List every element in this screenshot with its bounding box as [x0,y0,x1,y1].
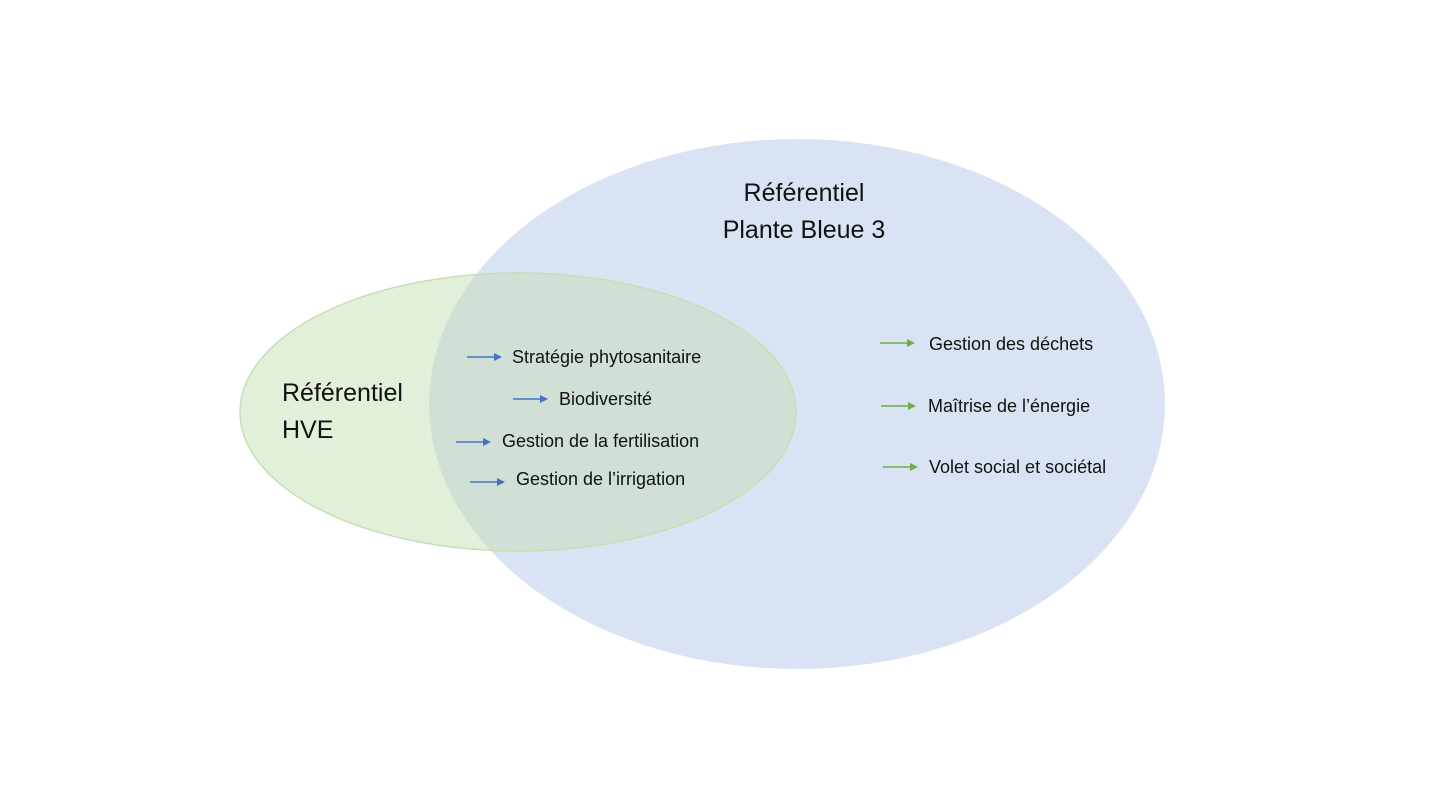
overlap-region [429,272,797,552]
plante-bleue-title: Référentiel Plante Bleue 3 [723,175,886,249]
shared-item-gestion-irrigation: Gestion de l’irrigation [516,469,686,489]
shared-item-strategie-phytosanitaire: Stratégie phytosanitaire [512,347,702,367]
arrow-maitrise-energie [881,402,916,410]
arrow-volet-social [883,463,918,471]
arrow-strategie-phytosanitaire [467,353,502,361]
plante-bleue-title-line2: Plante Bleue 3 [722,216,886,244]
arrow-gestion-fertilisation [456,438,491,446]
arrow-gestion-dechets [880,339,915,347]
plante-bleue-item-maitrise-energie: Maîtrise de l’énergie [928,396,1091,416]
hve-title-line1: Référentiel [282,379,403,407]
shared-item-biodiversite: Biodiversité [559,389,653,409]
shared-item-gestion-fertilisation: Gestion de la fertilisation [502,431,700,451]
arrow-biodiversite [513,395,548,403]
plante-bleue-item-gestion-dechets: Gestion des déchets [929,334,1094,354]
plante-bleue-item-volet-social: Volet social et sociétal [929,457,1107,477]
arrow-gestion-irrigation [470,478,505,486]
hve-title-line2: HVE [282,416,334,444]
hve-title: Référentiel HVE [282,375,403,449]
plante-bleue-title-line1: Référentiel [743,179,865,207]
